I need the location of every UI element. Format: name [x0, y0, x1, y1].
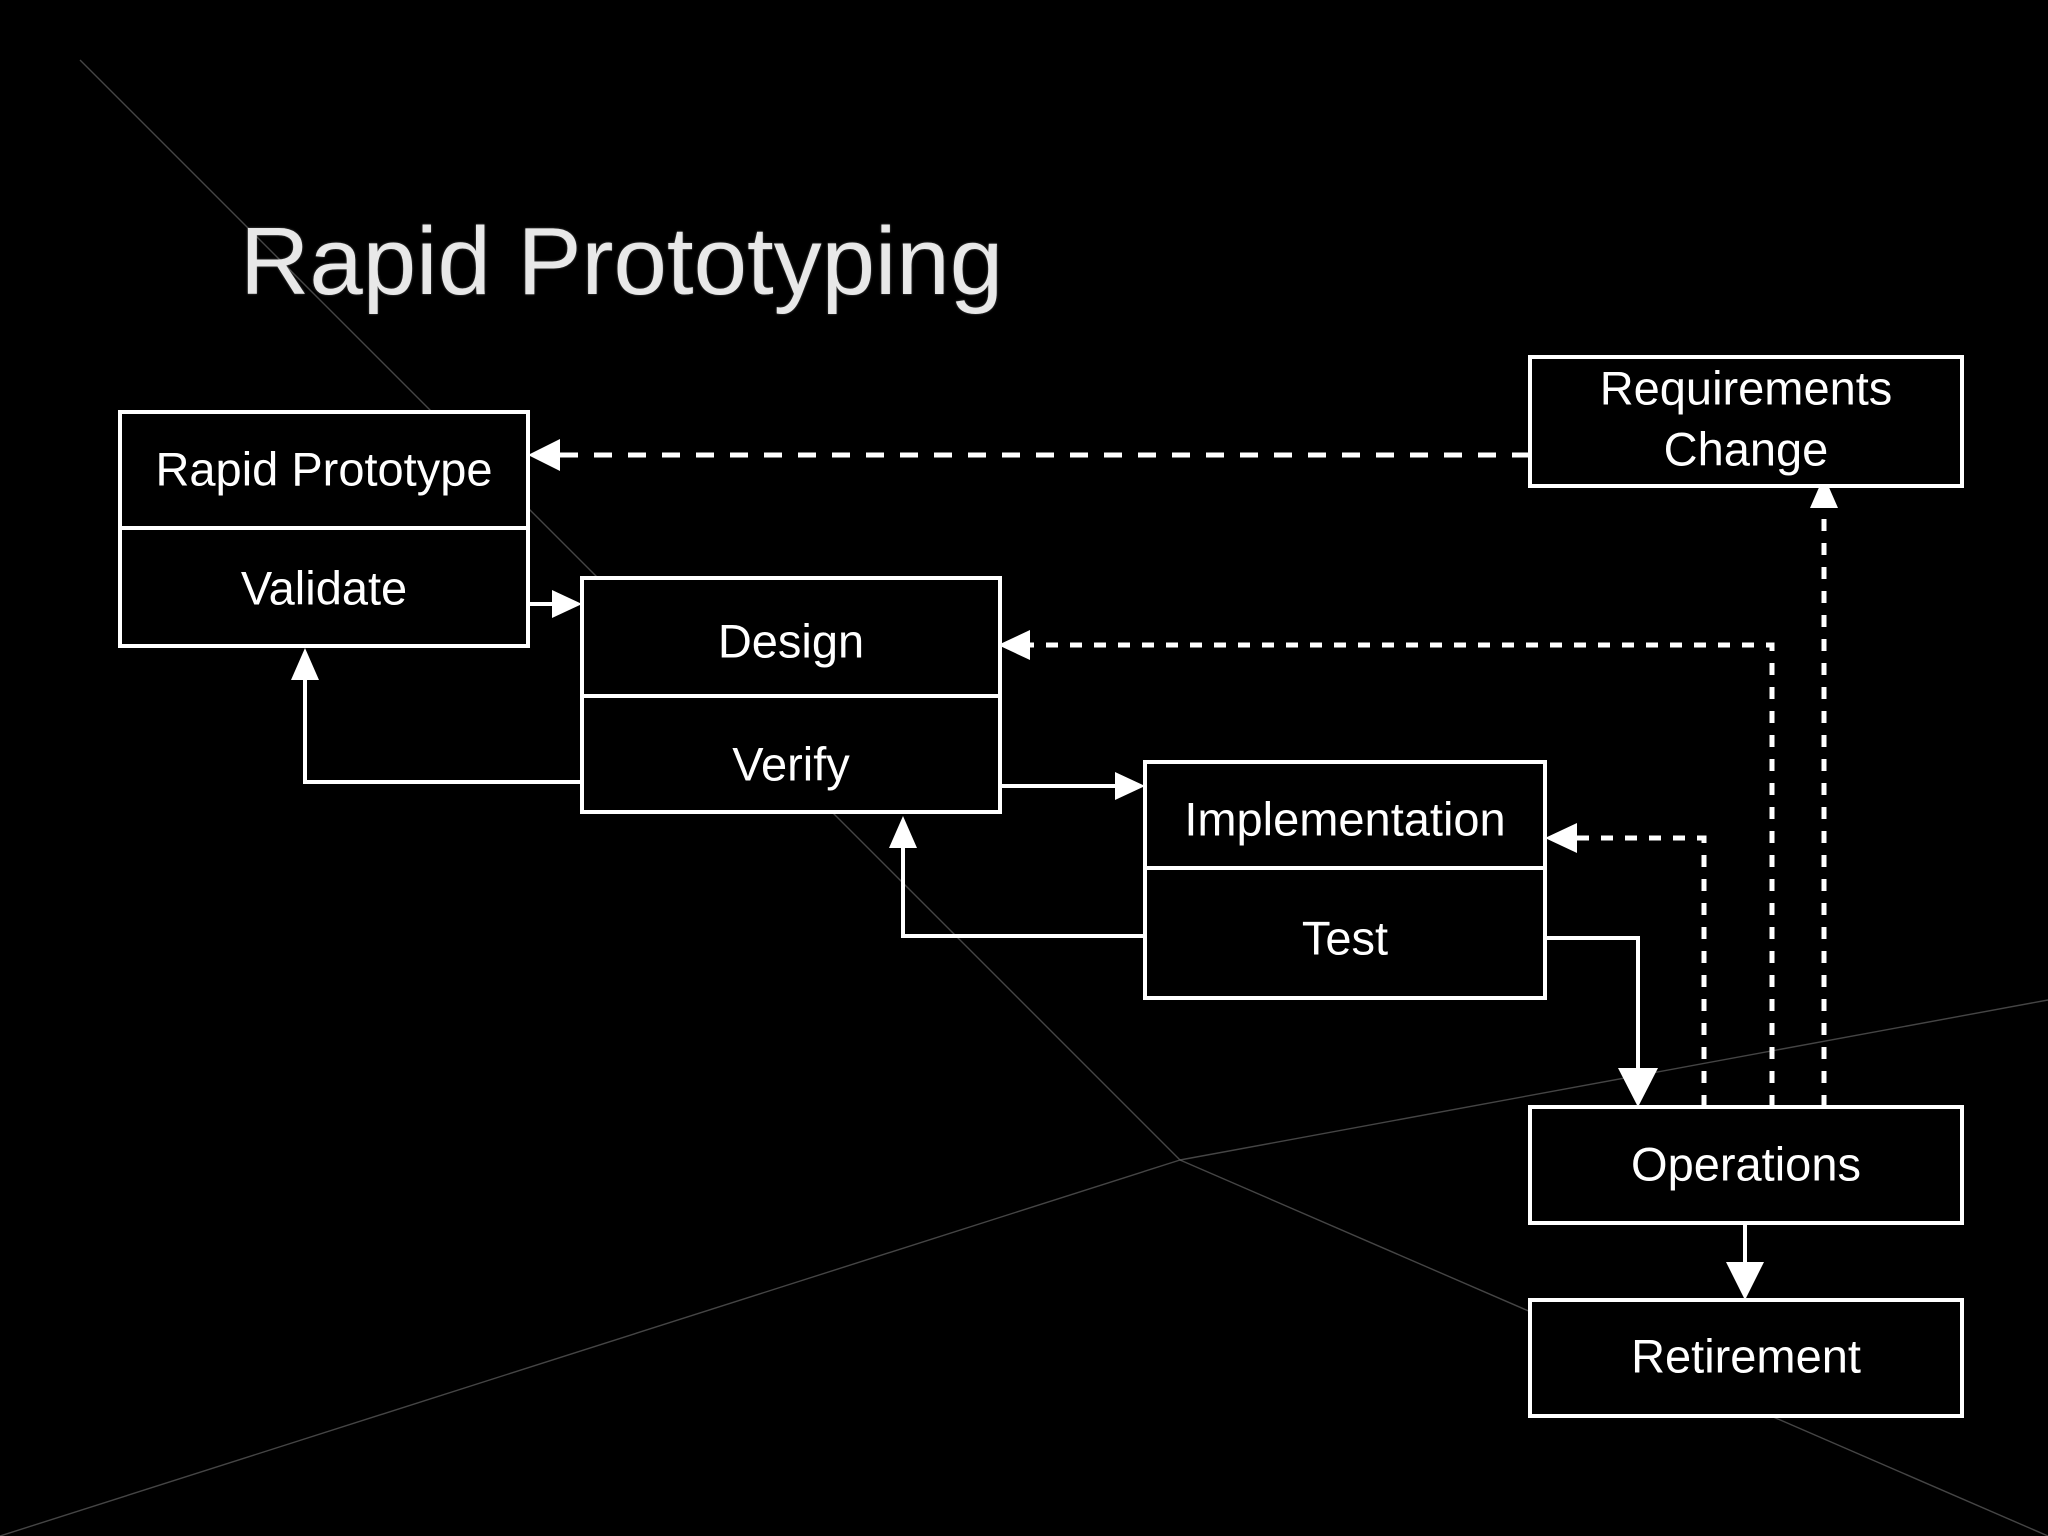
node-label-test: Test [1302, 911, 1388, 964]
edge-validate-to-design [528, 590, 582, 618]
node-rapid-prototype-validate[interactable]: Rapid Prototype Validate [118, 410, 530, 648]
decor-diagonal-4 [0, 1159, 1181, 1536]
arrowhead-right-design [552, 590, 582, 618]
node-requirements-change[interactable]: Requirements Change [1528, 355, 1964, 488]
node-label-verify: Verify [732, 737, 850, 790]
requirements-change-box[interactable] [1528, 355, 1964, 488]
node-design-verify[interactable]: Design Verify [580, 576, 1002, 814]
decor-diagonal-3 [1179, 999, 2048, 1161]
arrowhead-down-operations [1618, 1068, 1658, 1107]
edge-verify-to-implementation [1000, 772, 1145, 800]
node-implementation-test[interactable]: Implementation Test [1143, 760, 1547, 1000]
node-operations[interactable]: Operations [1528, 1105, 1964, 1225]
edge-test-to-verify [889, 816, 1145, 938]
arrowhead-left-rapid-prototype [528, 439, 560, 471]
operations-box[interactable] [1528, 1105, 1964, 1225]
arrowhead-up-validate [291, 648, 319, 680]
node-label-design: Design [718, 614, 864, 667]
edge-operations-to-requirements-change [1810, 476, 1838, 1107]
arrowhead-down-retirement [1726, 1262, 1764, 1300]
node-label-retirement: Retirement [1631, 1329, 1861, 1382]
arrowhead-left-design [998, 630, 1030, 660]
node-label-implementation: Implementation [1184, 792, 1505, 845]
node-label-rapid-prototype: Rapid Prototype [155, 442, 492, 495]
implementation-box[interactable] [1143, 760, 1547, 1000]
node-label-operations: Operations [1631, 1137, 1861, 1190]
arrowhead-up-verify [889, 816, 917, 848]
edge-operations-to-design [998, 630, 1775, 1107]
node-label-requirements-change-line2: Change [1664, 422, 1829, 475]
edge-verify-to-validate [291, 648, 582, 784]
edge-requirements-change-to-rapid-prototype [528, 439, 1530, 471]
arrowhead-right-implementation [1115, 772, 1145, 800]
arrowhead-left-implementation [1545, 823, 1577, 853]
edge-test-to-operations [1545, 936, 1658, 1107]
node-retirement[interactable]: Retirement [1528, 1298, 1964, 1418]
page-title: Rapid Prototyping [240, 208, 1004, 316]
edge-operations-to-implementation [1545, 823, 1707, 1107]
edge-operations-to-retirement [1726, 1222, 1764, 1300]
node-label-validate: Validate [241, 561, 407, 614]
retirement-box[interactable] [1528, 1298, 1964, 1418]
arrowhead-up-requirements [1810, 476, 1838, 508]
node-label-requirements-change-line1: Requirements [1600, 361, 1893, 414]
